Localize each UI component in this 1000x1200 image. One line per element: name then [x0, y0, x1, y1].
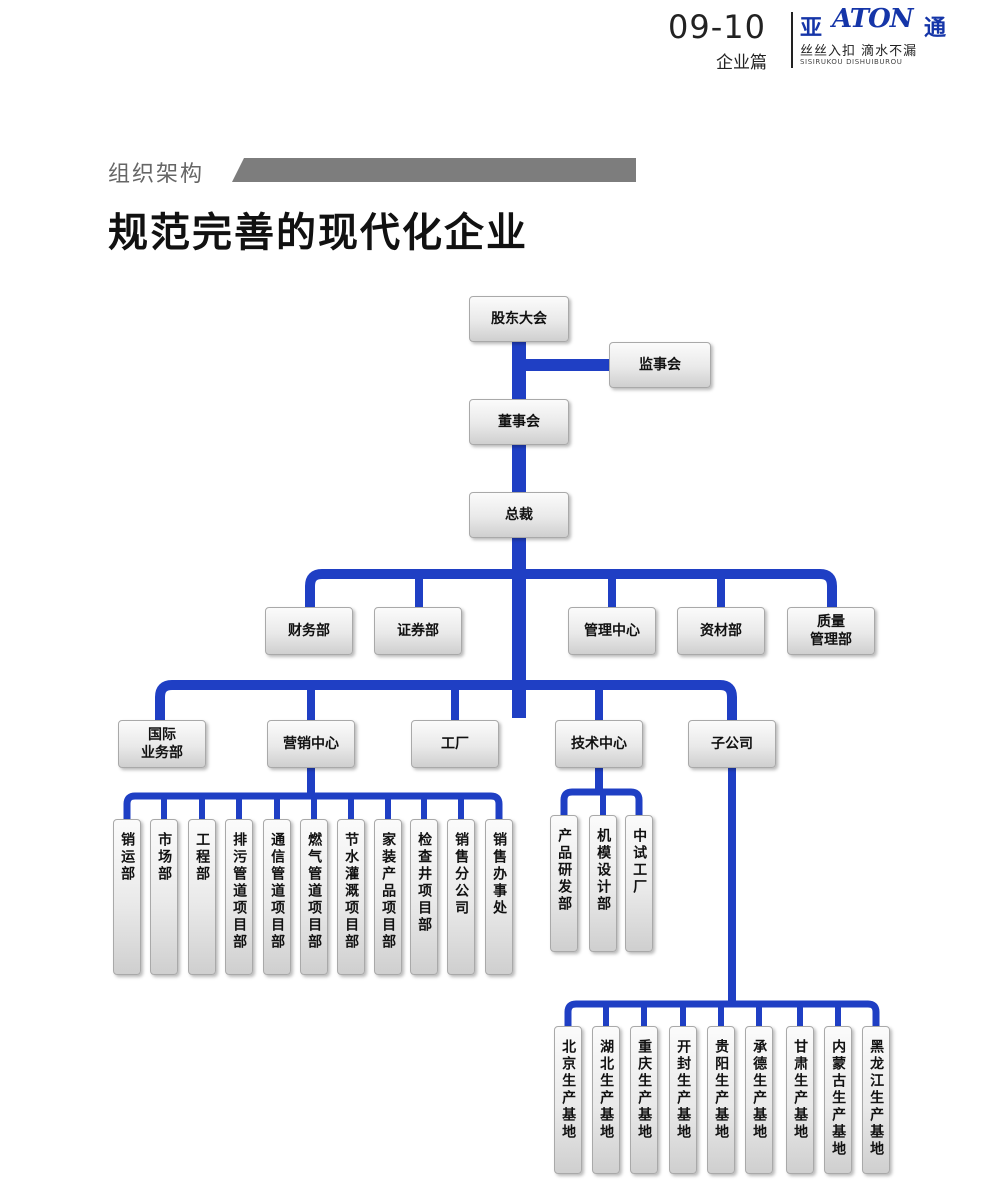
- node-tier2-3: 技术中心: [555, 720, 643, 768]
- node-tier2-4-label: 子公司: [711, 735, 753, 752]
- node-subsidiary-base-3: 开封生产基地: [669, 1026, 697, 1174]
- header-divider: [791, 12, 793, 68]
- node-subsidiary-base-6-label: 甘肃生产基地: [792, 1039, 809, 1141]
- node-tech-unit-2: 中试工厂: [625, 815, 653, 952]
- node-subsidiary-base-0: 北京生产基地: [554, 1026, 582, 1174]
- node-marketing-unit-6: 节水灌溉项目部: [337, 819, 365, 975]
- node-subsidiary-base-7-label: 内蒙古生产基地: [830, 1039, 847, 1158]
- node-marketing-unit-10-label: 销售办事处: [491, 832, 508, 917]
- node-marketing-unit-4-label: 通信管道项目部: [269, 832, 286, 951]
- node-tier1-4-label: 质量 管理部: [810, 613, 852, 648]
- node-marketing-unit-10: 销售办事处: [485, 819, 513, 975]
- node-subsidiary-base-4-label: 贵阳生产基地: [713, 1039, 730, 1141]
- node-marketing-unit-0-label: 销运部: [119, 832, 136, 883]
- node-tier1-4: 质量 管理部: [787, 607, 875, 655]
- node-tier1-3: 资材部: [677, 607, 765, 655]
- node-shareholders: 股东大会: [469, 296, 569, 342]
- node-president: 总裁: [469, 492, 569, 538]
- subtitle-bar: [232, 158, 636, 182]
- node-tech-unit-1-label: 机模设计部: [595, 828, 612, 913]
- page-title: 规范完善的现代化企业: [108, 210, 528, 256]
- node-tier2-2: 工厂: [411, 720, 499, 768]
- section-label: 企业篇: [716, 53, 767, 73]
- connector-line: [305, 569, 837, 607]
- node-marketing-unit-2-label: 工程部: [194, 832, 211, 883]
- node-tier1-1-label: 证券部: [397, 622, 439, 639]
- node-marketing-unit-7: 家装产品项目部: [374, 819, 402, 975]
- node-tier2-0-label: 国际 业务部: [141, 726, 183, 761]
- node-subsidiary-base-2-label: 重庆生产基地: [636, 1039, 653, 1141]
- node-marketing-unit-3-label: 排污管道项目部: [231, 832, 248, 951]
- brand-logo-suffix: 通: [924, 16, 947, 41]
- node-subsidiary-base-5: 承德生产基地: [745, 1026, 773, 1174]
- node-marketing-unit-9: 销售分公司: [447, 819, 475, 975]
- node-marketing-unit-7-label: 家装产品项目部: [380, 832, 397, 951]
- node-supervisors-label: 监事会: [639, 356, 681, 373]
- node-marketing-unit-6-label: 节水灌溉项目部: [343, 832, 360, 951]
- node-subsidiary-base-3-label: 开封生产基地: [675, 1039, 692, 1141]
- node-tech-unit-1: 机模设计部: [589, 815, 617, 952]
- node-supervisors: 监事会: [609, 342, 711, 388]
- node-subsidiary-base-7: 内蒙古生产基地: [824, 1026, 852, 1174]
- node-subsidiary-base-4: 贵阳生产基地: [707, 1026, 735, 1174]
- node-marketing-unit-9-label: 销售分公司: [453, 832, 470, 917]
- node-marketing-unit-3: 排污管道项目部: [225, 819, 253, 975]
- node-tier1-0: 财务部: [265, 607, 353, 655]
- brand-pinyin: SISIRUKOU DISHUIBUROU: [800, 58, 903, 66]
- node-subsidiary-base-8: 黑龙江生产基地: [862, 1026, 890, 1174]
- node-marketing-unit-8: 检查井项目部: [410, 819, 438, 975]
- node-tier2-2-label: 工厂: [441, 735, 469, 752]
- brand-logo-latin: ATON: [832, 4, 914, 34]
- brand-slogan: 丝丝入扣 滴水不漏: [800, 44, 918, 59]
- node-tier1-2: 管理中心: [568, 607, 656, 655]
- node-subsidiary-base-5-label: 承德生产基地: [751, 1039, 768, 1141]
- node-tier2-1: 营销中心: [267, 720, 355, 768]
- node-marketing-unit-4: 通信管道项目部: [263, 819, 291, 975]
- node-tier1-3-label: 资材部: [700, 622, 742, 639]
- node-subsidiary-base-6: 甘肃生产基地: [786, 1026, 814, 1174]
- node-tech-unit-0-label: 产品研发部: [556, 828, 573, 913]
- brand-logo-prefix: 亚: [800, 16, 823, 41]
- node-marketing-unit-8-label: 检查井项目部: [416, 832, 433, 934]
- section-subtitle: 组织架构: [108, 162, 205, 187]
- node-board-label: 董事会: [498, 413, 540, 430]
- node-marketing-unit-5-label: 燃气管道项目部: [306, 832, 323, 951]
- connector-line: [155, 680, 737, 720]
- page-number: 09-10: [668, 8, 766, 46]
- node-tier2-0: 国际 业务部: [118, 720, 206, 768]
- node-subsidiary-base-8-label: 黑龙江生产基地: [868, 1039, 885, 1158]
- node-tier2-3-label: 技术中心: [571, 735, 627, 752]
- node-marketing-unit-1: 市场部: [150, 819, 178, 975]
- node-subsidiary-base-1: 湖北生产基地: [592, 1026, 620, 1174]
- node-marketing-unit-2: 工程部: [188, 819, 216, 975]
- node-subsidiary-base-2: 重庆生产基地: [630, 1026, 658, 1174]
- node-tier1-1: 证券部: [374, 607, 462, 655]
- node-subsidiary-base-0-label: 北京生产基地: [560, 1039, 577, 1141]
- node-board: 董事会: [469, 399, 569, 445]
- node-tech-unit-0: 产品研发部: [550, 815, 578, 952]
- node-president-label: 总裁: [505, 506, 533, 523]
- node-tier2-4: 子公司: [688, 720, 776, 768]
- node-tech-unit-2-label: 中试工厂: [631, 828, 648, 896]
- node-tier1-0-label: 财务部: [288, 622, 330, 639]
- node-subsidiary-base-1-label: 湖北生产基地: [598, 1039, 615, 1141]
- node-tier2-1-label: 营销中心: [283, 735, 339, 752]
- node-marketing-unit-1-label: 市场部: [156, 832, 173, 883]
- node-marketing-unit-0: 销运部: [113, 819, 141, 975]
- node-tier1-2-label: 管理中心: [584, 622, 640, 639]
- node-marketing-unit-5: 燃气管道项目部: [300, 819, 328, 975]
- node-shareholders-label: 股东大会: [491, 310, 547, 327]
